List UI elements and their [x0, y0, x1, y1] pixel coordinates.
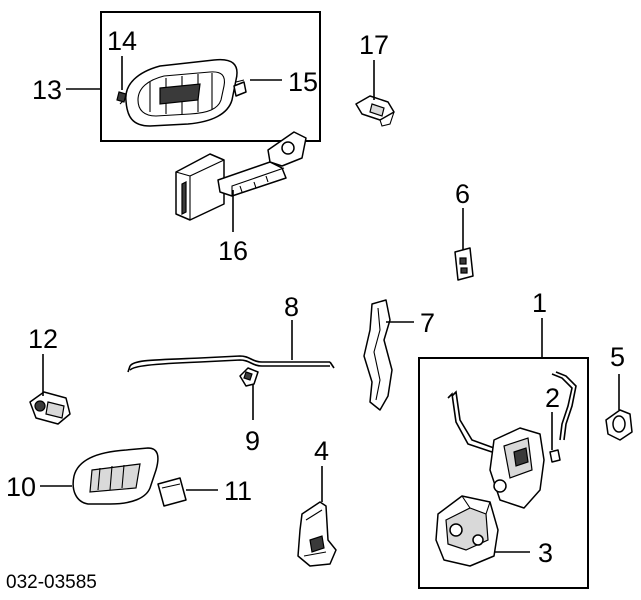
latch-actuator-part	[489, 427, 545, 509]
callout-5: 5	[610, 342, 625, 372]
latch-cable-part	[551, 371, 577, 441]
striker-part	[605, 409, 633, 441]
callout-15: 15	[288, 67, 318, 97]
handle-clip-part	[116, 91, 127, 103]
diagram-part-number: 032-03585	[6, 572, 97, 593]
callout-13: 13	[32, 75, 62, 105]
callout-7: 7	[420, 308, 435, 338]
latch-body-part	[435, 495, 499, 567]
callout-2: 2	[545, 383, 560, 413]
callout-16: 16	[218, 236, 248, 266]
outer-handle-group-box	[100, 11, 321, 142]
rod-guard-part	[363, 299, 393, 411]
outer-door-handle-part	[119, 58, 245, 127]
latch-small-clip-part	[549, 449, 561, 463]
latch-group-box	[418, 357, 589, 589]
cylinder-switch-part	[355, 95, 395, 127]
callout-4: 4	[314, 436, 329, 466]
callout-3: 3	[538, 538, 553, 568]
inner-handle-part	[72, 447, 159, 505]
handle-bracket-part	[175, 131, 307, 221]
callout-9: 9	[245, 426, 260, 456]
rod-clip-part	[239, 367, 259, 387]
callout-17: 17	[359, 30, 389, 60]
callout-12: 12	[28, 324, 58, 354]
latch-bracket-part	[297, 501, 337, 567]
callout-14: 14	[107, 26, 137, 56]
callout-8: 8	[284, 292, 299, 322]
handle-gasket-part	[233, 81, 247, 97]
lock-rod-part	[127, 355, 335, 373]
handle-cover-part	[157, 477, 187, 507]
small-switch-part	[454, 247, 474, 281]
callout-1: 1	[532, 288, 547, 318]
callout-11: 11	[224, 476, 252, 506]
callout-10: 10	[6, 472, 36, 502]
callout-6: 6	[455, 179, 470, 209]
actuator-part	[29, 391, 71, 425]
latch-rod-part	[447, 390, 495, 453]
